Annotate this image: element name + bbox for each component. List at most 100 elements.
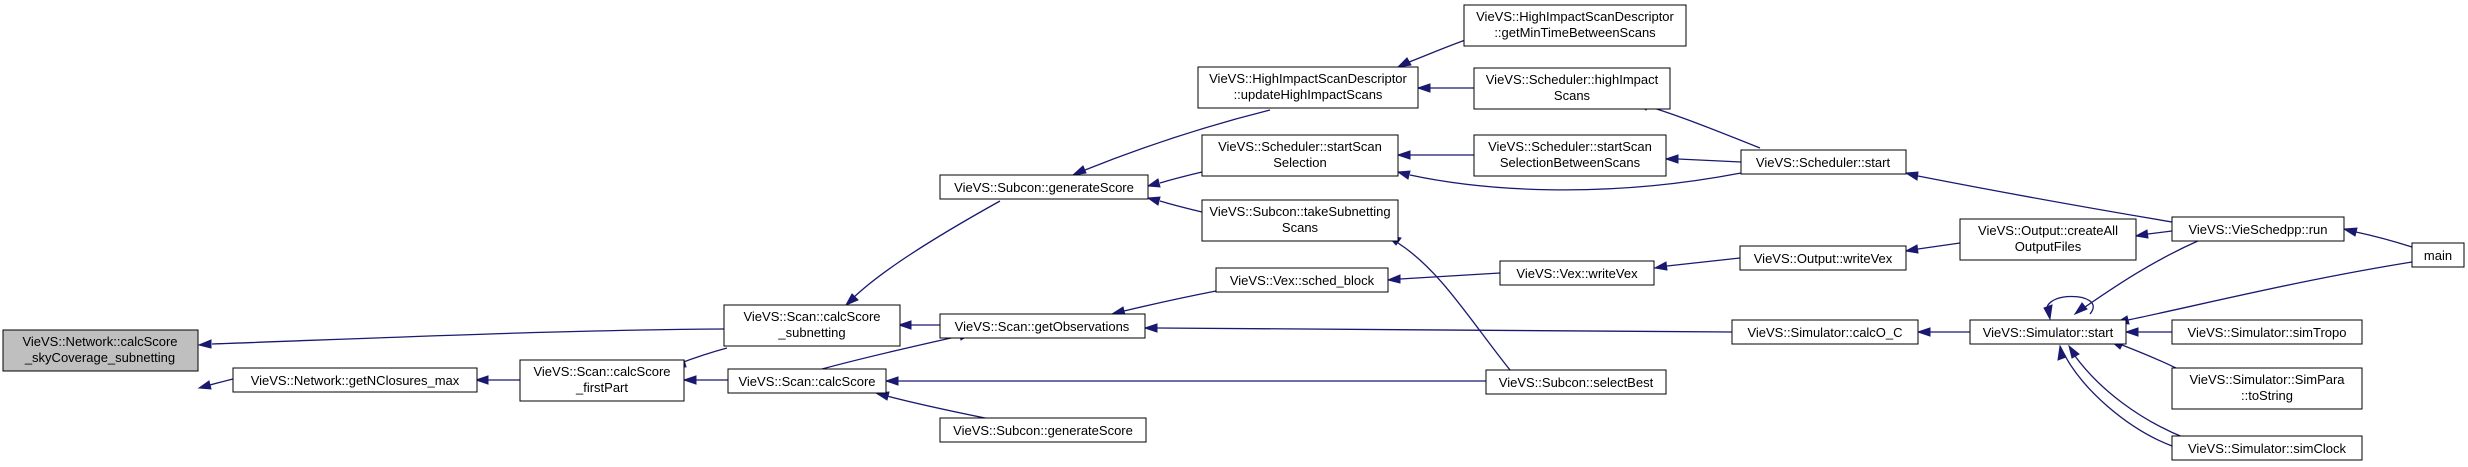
arrow-icon	[474, 375, 489, 385]
node-label: VieVS::Simulator::simClock	[2188, 441, 2346, 456]
node-label: VieVS::Network::getNClosures_max	[251, 373, 460, 388]
node-simulator-start[interactable]: VieVS::Simulator::start	[1969, 319, 2127, 345]
edge-simclock-to-simstart	[2074, 355, 2186, 439]
node-label: VieVS::Vex::sched_block	[1230, 273, 1375, 288]
edge-schedstart-to-startscanselbetween	[1677, 158, 1742, 163]
node-subcon-generatescore-2[interactable]: VieVS::Subcon::generateScore	[939, 417, 1147, 443]
node-label: VieVS::Scheduler::startScan	[1218, 139, 1382, 154]
arrow-icon	[2043, 304, 2053, 321]
node-label: Selection	[1273, 155, 1326, 170]
arrow-icon	[197, 380, 212, 390]
node-scan-getobservations[interactable]: VieVS::Scan::getObservations	[939, 313, 1146, 339]
node-hisd-updatehighimpactscans[interactable]: VieVS::HighImpactScanDescriptor ::update…	[1197, 66, 1419, 109]
node-subcon-generatescore-1[interactable]: VieVS::Subcon::generateScore	[939, 174, 1149, 200]
edge-startscansel-to-genscore1	[1159, 171, 1203, 184]
arrow-icon	[1146, 178, 1161, 188]
edge-simpara-to-simstart	[2121, 344, 2181, 371]
arrow-icon	[1664, 154, 1679, 164]
edge-scan-subnetting-to-calcscore-sky	[211, 328, 725, 345]
edge-selectbest-to-takesub	[1397, 242, 1511, 371]
node-label: VieVS::Scan::getObservations	[955, 319, 1130, 334]
arrow-icon	[1904, 171, 1919, 181]
edge-schedblock-to-getobs	[1123, 290, 1217, 312]
node-label: Scans	[1282, 220, 1319, 235]
arrow-icon	[1146, 196, 1161, 206]
arrow-icon	[1143, 323, 1158, 333]
arrow-icon	[2342, 227, 2358, 237]
node-label: VieVS::Simulator::SimPara	[2189, 372, 2345, 387]
node-simulator-simclock[interactable]: VieVS::Simulator::simClock	[2171, 435, 2363, 461]
edge-simstart-selfloop	[2046, 295, 2094, 319]
nodes: VieVS::Network::calcScore _skyCoverage_s…	[2, 4, 2465, 461]
node-simulator-calcoc[interactable]: VieVS::Simulator::calcO_C	[1731, 319, 1919, 345]
arrow-icon	[1653, 261, 1668, 271]
arrow-icon	[2134, 229, 2149, 239]
edge-firstpart-to-scan-subnetting	[677, 347, 728, 365]
node-label: VieVS::Scheduler::highImpact	[1486, 72, 1659, 87]
edge-genscore2-to-calcscore	[886, 395, 1001, 422]
node-label: VieVS::Subcon::takeSubnetting	[1209, 204, 1390, 219]
node-scan-calcscore-firstpart[interactable]: VieVS::Scan::calcScore _firstPart	[519, 359, 685, 402]
node-hisd-getmintimebetweenscans[interactable]: VieVS::HighImpactScanDescriptor ::getMin…	[1463, 4, 1687, 47]
node-vex-schedblock[interactable]: VieVS::Vex::sched_block	[1215, 267, 1389, 293]
node-simulator-simtropo[interactable]: VieVS::Simulator::simTropo	[2171, 319, 2363, 345]
node-label: VieVS::Output::createAll	[1978, 223, 2118, 238]
arrow-icon	[897, 320, 912, 330]
node-label: VieVS::HighImpactScanDescriptor	[1209, 71, 1407, 86]
edge-takesub-to-genscore1	[1159, 200, 1203, 213]
node-label: VieVS::Scan::calcScore	[533, 364, 670, 379]
edge-vieschedrun-to-schedstart	[1917, 175, 2191, 226]
edge-calcscore-to-getobs	[821, 335, 961, 370]
edge-genscore1-to-scan-subnetting	[851, 200, 1001, 300]
node-scheduler-startscanselectionbetweenscans[interactable]: VieVS::Scheduler::startScan SelectionBet…	[1473, 134, 1667, 177]
node-label: VieVS::Scan::calcScore	[738, 374, 875, 389]
node-label: VieVS::Scheduler::start	[1756, 155, 1891, 170]
node-scan-calcscore-subnetting[interactable]: VieVS::Scan::calcScore _subnetting	[723, 304, 901, 347]
edge-getnclosures-to-calcscore-sky	[209, 378, 234, 386]
edge-createall-to-outputwritevex	[1917, 242, 1961, 250]
node-scheduler-start[interactable]: VieVS::Scheduler::start	[1740, 149, 1907, 175]
node-scheduler-highimpactscans[interactable]: VieVS::Scheduler::highImpact Scans	[1473, 67, 1671, 110]
arrow-icon	[1904, 244, 1919, 254]
edge-outputwritevex-to-vexwritevex	[1666, 257, 1741, 267]
node-label: ::getMinTimeBetweenScans	[1494, 25, 1656, 40]
arrow-icon	[1396, 150, 1411, 160]
node-subcon-selectbest[interactable]: VieVS::Subcon::selectBest	[1485, 369, 1667, 395]
node-label: ::updateHighImpactScans	[1234, 87, 1383, 102]
node-main[interactable]: main	[2411, 242, 2465, 268]
node-scan-calcscore[interactable]: VieVS::Scan::calcScore	[727, 368, 887, 394]
node-label: VieVS::Simulator::simTropo	[2188, 325, 2347, 340]
node-label: Scans	[1554, 88, 1591, 103]
node-label: OutputFiles	[2015, 239, 2082, 254]
node-label: VieVS::Scheduler::startScan	[1488, 139, 1652, 154]
node-label: VieVS::Scan::calcScore	[743, 309, 880, 324]
edge-writevex-to-schedblock	[1399, 272, 1501, 280]
edge-main-to-simstart	[2127, 261, 2413, 321]
arrow-icon	[884, 376, 899, 386]
edge-main-to-vieschedrun	[2355, 231, 2413, 248]
arrow-icon	[2057, 344, 2067, 361]
node-label: VieVS::Subcon::selectBest	[1499, 375, 1654, 390]
node-label: _skyCoverage_subnetting	[24, 350, 175, 365]
node-label: ::toString	[2241, 388, 2293, 403]
node-simulator-simpara-tostring[interactable]: VieVS::Simulator::SimPara ::toString	[2171, 367, 2363, 410]
arrow-icon	[2124, 327, 2139, 337]
arrow-icon	[1396, 57, 1412, 68]
edge-vieschedrun-to-simstart	[2084, 239, 2201, 308]
edge-schedstart-to-startscansel	[1409, 172, 1742, 191]
node-label: _subnetting	[777, 325, 845, 340]
edge-hisd-update-to-genscore1	[1084, 109, 1271, 171]
node-label: VieVS::Vex::writeVex	[1516, 266, 1638, 281]
node-vieschedpp-run[interactable]: VieVS::VieSchedpp::run	[2171, 216, 2345, 242]
node-vex-writevex[interactable]: VieVS::Vex::writeVex	[1499, 260, 1655, 286]
node-network-getnclosures-max[interactable]: VieVS::Network::getNClosures_max	[232, 367, 478, 393]
node-output-writevex[interactable]: VieVS::Output::writeVex	[1739, 245, 1907, 271]
node-subcon-takesubnettingscans[interactable]: VieVS::Subcon::takeSubnetting Scans	[1201, 199, 1399, 242]
arrow-icon	[197, 339, 212, 349]
edge-calcoc-to-getobs	[1156, 327, 1733, 333]
node-calcscore-skycoverage-subnetting[interactable]: VieVS::Network::calcScore _skyCoverage_s…	[2, 329, 199, 372]
arrow-icon	[1386, 274, 1401, 284]
node-scheduler-startscanselection[interactable]: VieVS::Scheduler::startScan Selection	[1201, 134, 1399, 177]
arrow-icon	[2073, 302, 2088, 316]
node-output-createalloutputfiles[interactable]: VieVS::Output::createAll OutputFiles	[1959, 218, 2137, 261]
